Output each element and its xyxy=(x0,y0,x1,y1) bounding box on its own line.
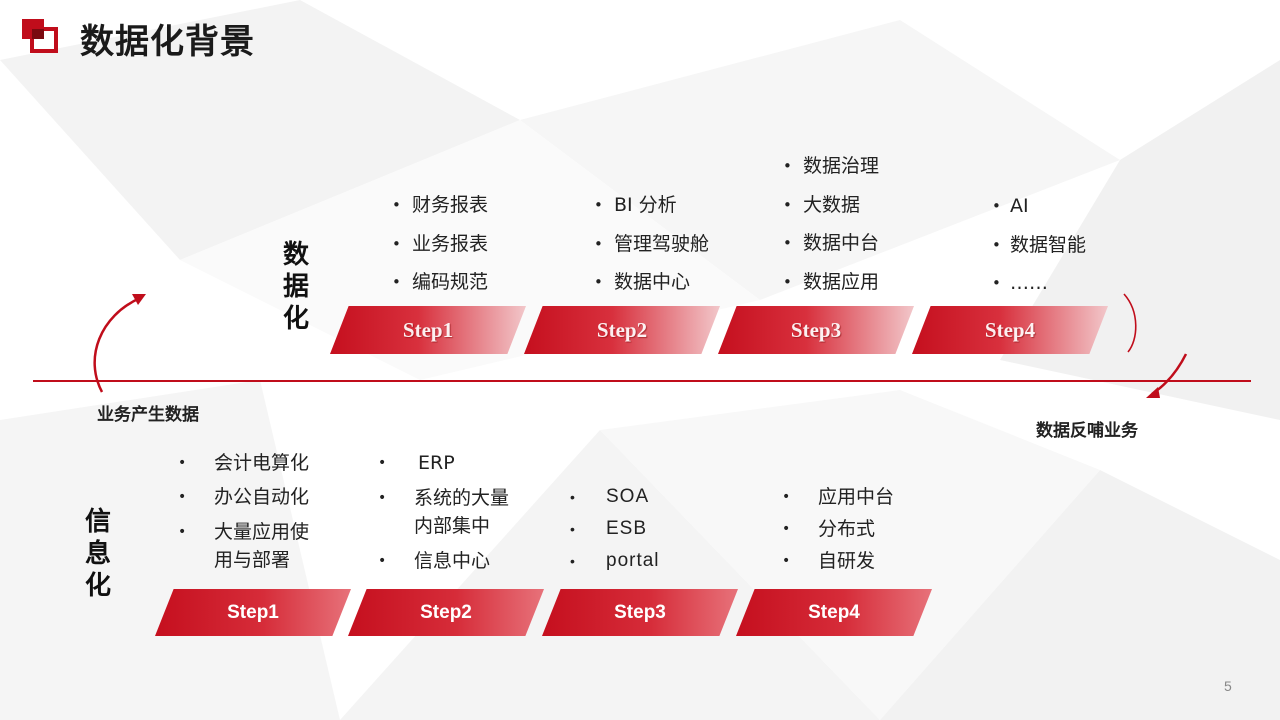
vertical-label-char: 息 xyxy=(84,539,111,569)
list-item: 财务报表 xyxy=(390,186,488,225)
digitization-step1-list: 财务报表 业务报表 编码规范 xyxy=(390,186,488,302)
digitization-step2: Step2 xyxy=(524,306,720,354)
list-item: 应用中台 xyxy=(776,484,894,510)
digitization-step3: Step3 xyxy=(718,306,914,354)
step-label: Step4 xyxy=(984,317,1036,342)
page-title: 数据化背景 xyxy=(80,22,255,62)
list-item: 数据治理 xyxy=(781,147,879,186)
list-item: 业务报表 xyxy=(390,225,488,264)
list-item: AI xyxy=(990,187,1086,226)
page-number: 5 xyxy=(1224,678,1232,694)
vertical-label-char: 化 xyxy=(84,571,111,601)
step-label: Step4 xyxy=(808,601,860,623)
list-item: …… xyxy=(990,264,1086,303)
list-item: 管理驾驶舱 xyxy=(592,225,709,264)
digitization-step4: Step4 xyxy=(912,306,1108,354)
vertical-label-char: 化 xyxy=(282,304,309,334)
list-item: SOA xyxy=(570,484,660,510)
list-item: 自研发 xyxy=(776,548,894,574)
informatization-step3-list: SOA ESB portal xyxy=(570,484,660,580)
step-label: Step1 xyxy=(402,317,454,342)
list-item: ESB xyxy=(570,516,660,542)
list-item: 编码规范 xyxy=(390,263,488,302)
step-label: Step2 xyxy=(596,317,648,342)
list-item: ERP xyxy=(372,450,524,476)
list-item: 数据中心 xyxy=(592,263,709,302)
digitization-step1: Step1 xyxy=(330,306,526,354)
divider-line xyxy=(33,380,1251,382)
digitization-step2-list: BI 分析 管理驾驶舱 数据中心 xyxy=(592,186,709,302)
informatization-step1: Step1 xyxy=(155,589,351,636)
informatization-step2-list: ERP 系统的大量内部集中 信息中心 xyxy=(372,450,524,582)
informatization-step1-list: 会计电算化 办公自动化 大量应用使用与部署 xyxy=(172,450,352,582)
logo-icon xyxy=(22,19,58,53)
list-item: 数据应用 xyxy=(781,263,879,302)
step-label: Step3 xyxy=(614,601,666,623)
list-item: 办公自动化 xyxy=(172,484,352,510)
list-item: 数据中台 xyxy=(781,224,879,263)
list-item: portal xyxy=(570,548,660,574)
list-item: 会计电算化 xyxy=(172,450,352,476)
vertical-label-char: 信 xyxy=(84,507,111,537)
list-item: 系统的大量内部集中 xyxy=(372,484,524,540)
digitization-step4-list: AI 数据智能 …… xyxy=(990,187,1086,303)
business-generates-data-label: 业务产生数据 xyxy=(97,405,199,425)
list-item: 分布式 xyxy=(776,516,894,542)
informatization-step3: Step3 xyxy=(542,589,738,636)
down-curve-arrow-icon xyxy=(1123,293,1188,398)
informatization-label: 信息化 xyxy=(81,506,115,602)
step-label: Step3 xyxy=(790,317,842,342)
informatization-step4: Step4 xyxy=(736,589,932,636)
vertical-label-char: 数 xyxy=(282,240,309,270)
informatization-step2: Step2 xyxy=(348,589,544,636)
data-feeds-business-label: 数据反哺业务 xyxy=(1036,421,1138,441)
vertical-label-char: 据 xyxy=(282,272,309,302)
step-label: Step2 xyxy=(420,601,472,623)
list-item: 大量应用使用与部署 xyxy=(172,518,324,574)
digitization-label: 数据化 xyxy=(279,239,313,335)
list-item: 大数据 xyxy=(781,186,879,225)
step-label: Step1 xyxy=(227,601,279,623)
up-curve-arrow-icon xyxy=(93,294,146,393)
informatization-step4-list: 应用中台 分布式 自研发 xyxy=(776,484,894,580)
list-item: BI 分析 xyxy=(592,186,709,225)
list-item: 信息中心 xyxy=(372,548,524,574)
list-item: 数据智能 xyxy=(990,226,1086,265)
digitization-step3-list: 数据治理 大数据 数据中台 数据应用 xyxy=(781,147,879,301)
